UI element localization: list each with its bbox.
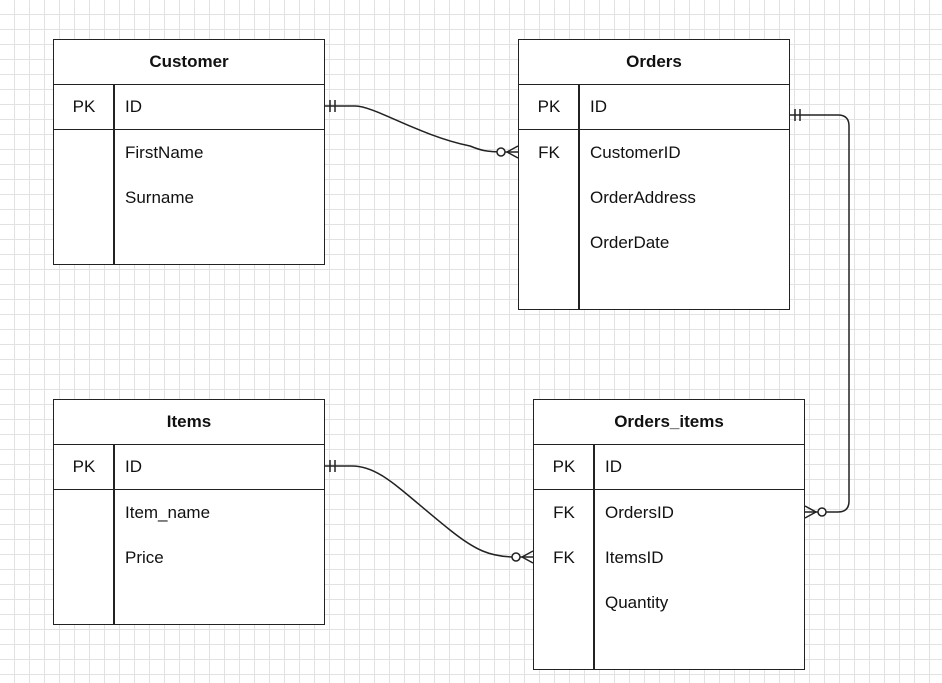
field-name: ID (605, 457, 622, 476)
table-row[interactable]: OrderDate (519, 220, 789, 265)
field-name: Surname (125, 187, 194, 207)
table-row[interactable]: FK CustomerID (519, 130, 789, 175)
field-name: Item_name (125, 502, 211, 522)
key-column-divider (113, 445, 115, 624)
key-label: PK (72, 97, 96, 116)
table-row[interactable]: PK ID (534, 445, 804, 490)
table-row[interactable]: Quantity (534, 580, 804, 625)
key-label: FK (553, 547, 575, 567)
table-row[interactable]: FirstName (54, 130, 324, 175)
connector-items-ordersitems[interactable] (325, 465, 533, 558)
table-row[interactable]: FK OrdersID (534, 490, 804, 535)
key-column-divider (593, 445, 595, 669)
crowfoot-mark (506, 145, 519, 153)
entity-title: Items (54, 400, 324, 445)
crowfoot-mark (521, 550, 534, 558)
field-name: ID (590, 97, 607, 116)
zero-optional-mark (496, 147, 506, 157)
field-name: Price (125, 547, 164, 567)
table-row[interactable]: Price (54, 535, 324, 580)
key-label: FK (553, 502, 575, 522)
table-row[interactable]: PK ID (54, 85, 324, 130)
table-row[interactable]: FK ItemsID (534, 535, 804, 580)
entity-title: Orders (519, 40, 789, 85)
table-row[interactable]: Surname (54, 175, 324, 220)
key-label: FK (538, 142, 560, 162)
field-name: ID (125, 457, 142, 476)
table-row[interactable] (519, 265, 789, 310)
entity-items[interactable]: Items PK ID Item_name Price (53, 399, 325, 625)
entity-title: Customer (54, 40, 324, 85)
connector-customer-orders[interactable] (325, 105, 518, 153)
zero-optional-mark (817, 507, 827, 517)
key-column-divider (113, 85, 115, 264)
table-row[interactable] (534, 625, 804, 670)
field-name: OrderDate (590, 232, 670, 252)
table-row[interactable]: OrderAddress (519, 175, 789, 220)
field-name: OrderAddress (590, 187, 696, 207)
field-name: Quantity (605, 592, 669, 612)
key-label: PK (72, 457, 96, 476)
field-name: ID (125, 97, 142, 116)
entity-customer[interactable]: Customer PK ID FirstName Surname (53, 39, 325, 265)
crowfoot-mark (804, 511, 817, 519)
key-column-divider (578, 85, 580, 309)
table-row[interactable]: PK ID (519, 85, 789, 130)
field-name: OrdersID (605, 502, 674, 522)
key-label: PK (552, 457, 576, 476)
table-row[interactable] (54, 580, 324, 625)
field-name: FirstName (125, 142, 204, 162)
entity-orders-items[interactable]: Orders_items PK ID FK OrdersID FK ItemsI… (533, 399, 805, 670)
field-name: CustomerID (590, 142, 681, 162)
table-row[interactable]: Item_name (54, 490, 324, 535)
key-label: PK (537, 97, 561, 116)
table-row[interactable] (54, 220, 324, 265)
crowfoot-mark (521, 556, 534, 564)
entity-title: Orders_items (534, 400, 804, 445)
crowfoot-mark (506, 151, 519, 159)
zero-optional-mark (511, 552, 521, 562)
entity-orders[interactable]: Orders PK ID FK CustomerID OrderAddress … (518, 39, 790, 310)
field-name: ItemsID (605, 547, 664, 567)
table-row[interactable]: PK ID (54, 445, 324, 490)
crowfoot-mark (804, 505, 817, 513)
